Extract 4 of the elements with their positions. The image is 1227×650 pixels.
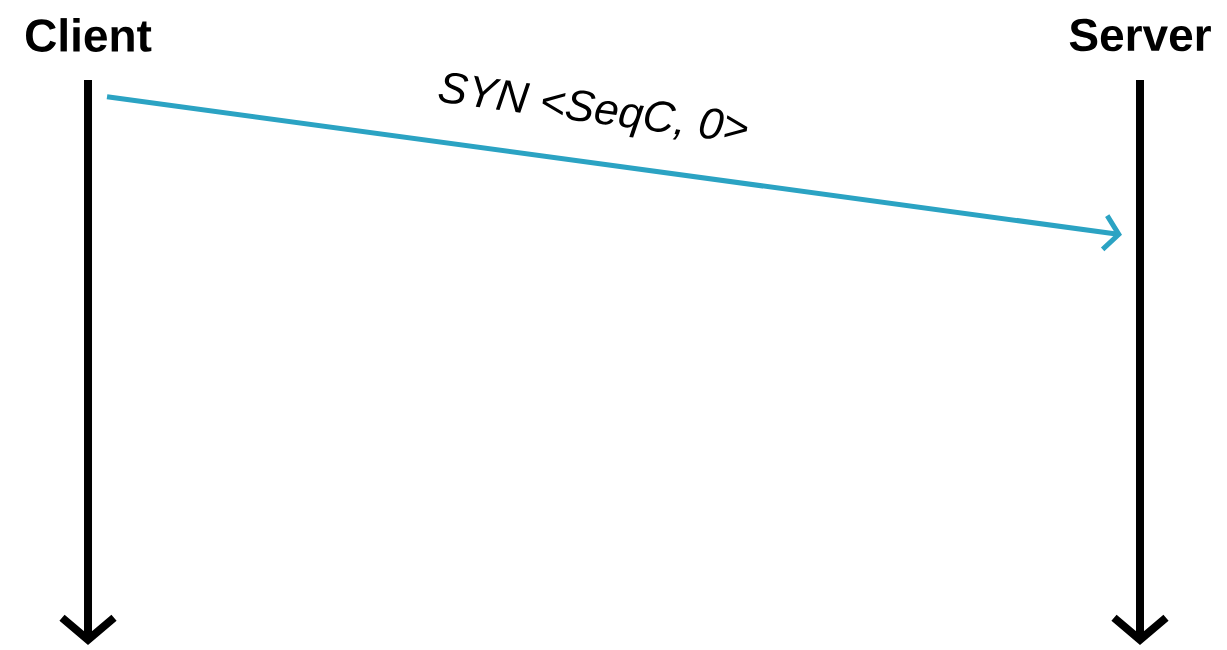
message-label: SYN <SeqC, 0> bbox=[438, 73, 748, 140]
lifeline-heading: Client bbox=[26, 18, 152, 52]
lifeline-heading: Server bbox=[1069, 18, 1211, 52]
message-arrow bbox=[106, 94, 1122, 252]
